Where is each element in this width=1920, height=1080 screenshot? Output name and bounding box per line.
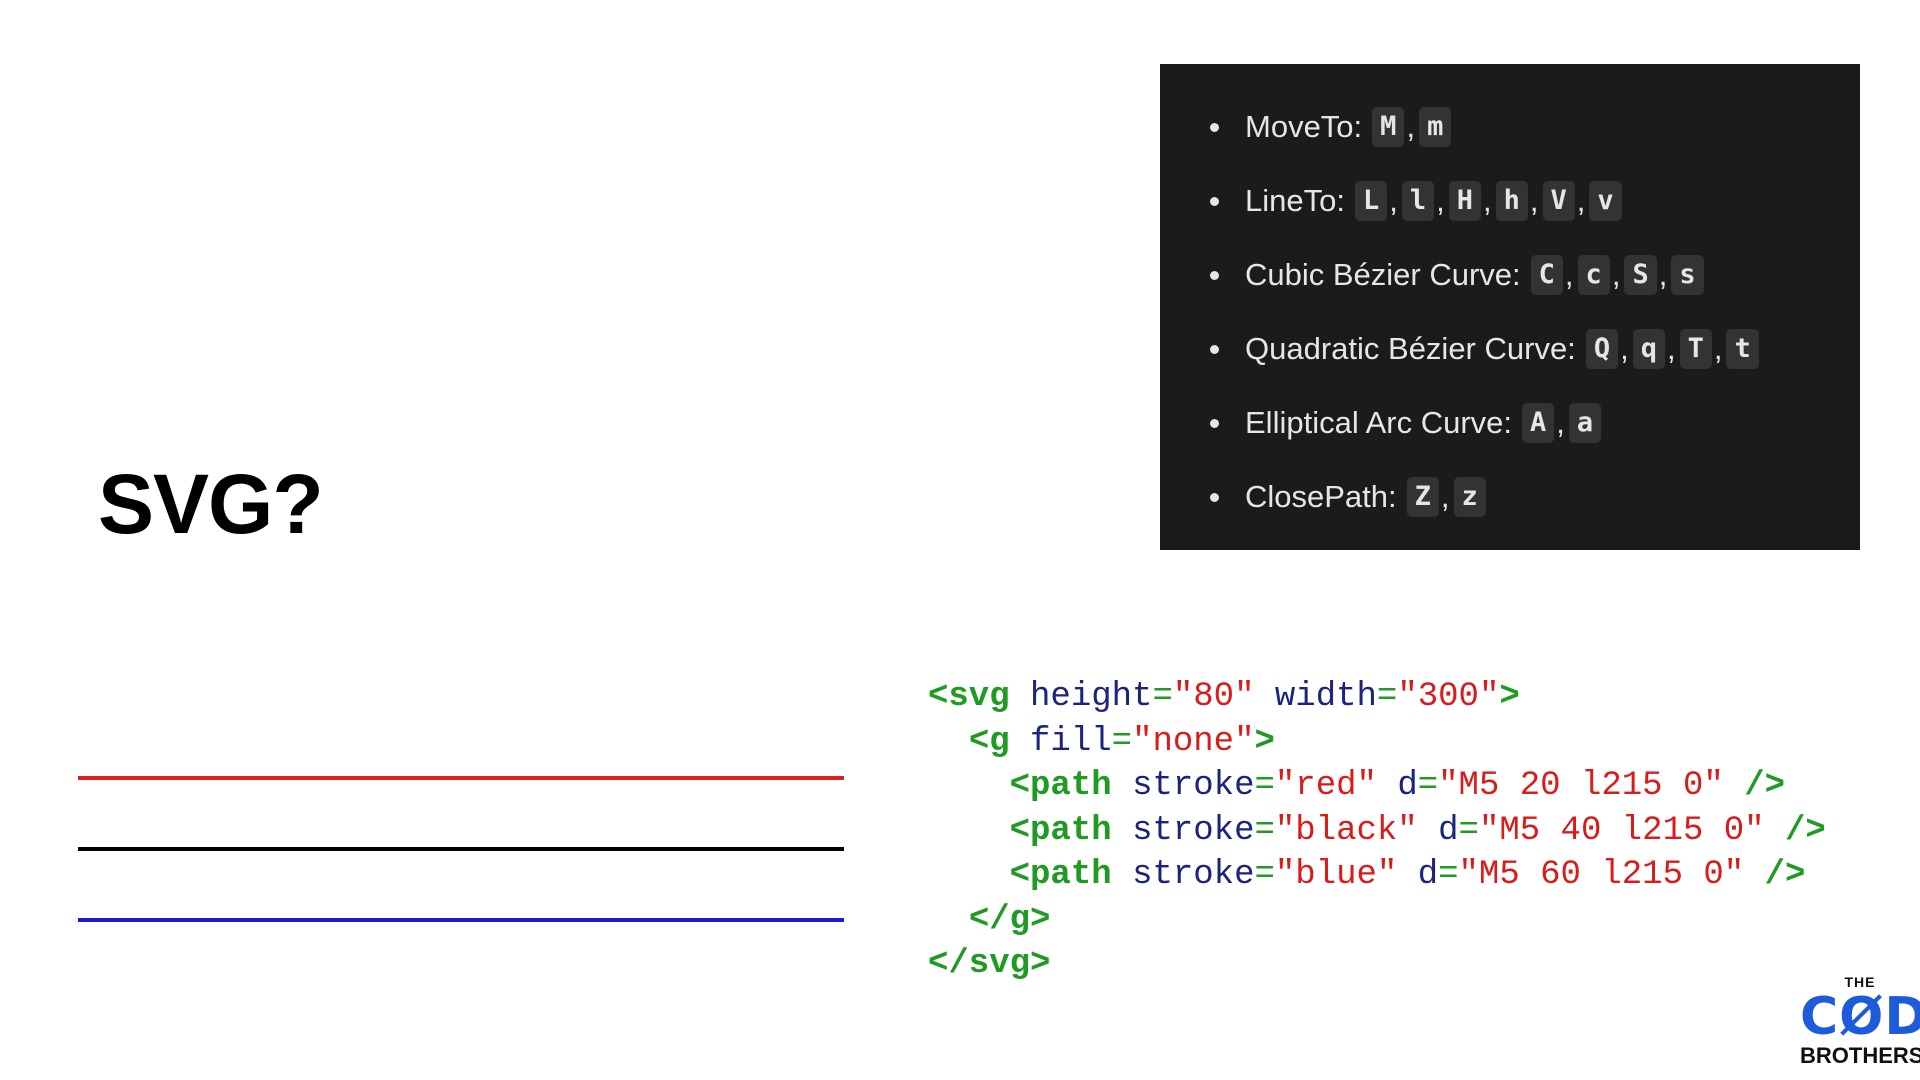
command-code: a xyxy=(1568,403,1602,443)
code-token: "black" xyxy=(1274,811,1418,850)
command-label: MoveTo: xyxy=(1245,109,1363,144)
logo-the: THE xyxy=(1844,974,1876,990)
logo-code: CØDE xyxy=(1800,987,1920,1047)
command-code: A xyxy=(1522,403,1555,443)
code-token: <g xyxy=(968,722,1010,761)
command-item: Quadratic Bézier Curve:Q,q,T,t xyxy=(1210,312,1860,386)
command-label: LineTo: xyxy=(1245,183,1345,218)
command-label: Cubic Bézier Curve: xyxy=(1245,257,1521,292)
code-token: stroke xyxy=(1132,856,1255,894)
code-token: stroke xyxy=(1132,811,1255,850)
code-token: /> xyxy=(1764,856,1806,894)
command-code: S xyxy=(1624,255,1657,295)
code-token: "80" xyxy=(1172,678,1255,716)
code-token: stroke xyxy=(1132,767,1255,805)
command-code: T xyxy=(1679,329,1712,369)
command-code: H xyxy=(1448,181,1482,221)
code-token: <svg xyxy=(928,678,1010,716)
code-line-7: </svg> xyxy=(928,945,1050,983)
code-token: "red" xyxy=(1274,767,1377,805)
bullet-icon xyxy=(1210,419,1219,428)
bullet-icon xyxy=(1210,271,1219,280)
command-code: M xyxy=(1372,107,1405,147)
command-code: q xyxy=(1632,329,1665,369)
command-code: z xyxy=(1453,477,1486,517)
code-token: fill xyxy=(1030,722,1112,761)
slide-title: SVG? xyxy=(98,457,324,551)
command-label: Quadratic Bézier Curve: xyxy=(1245,331,1576,366)
bullet-icon xyxy=(1210,493,1219,502)
code-token: height xyxy=(1030,678,1153,716)
code-token: "M5 20 l215 0" xyxy=(1438,767,1724,805)
code-line-1: <svg height="80" width="300"> xyxy=(928,678,1520,716)
code-token: > xyxy=(1499,678,1520,716)
logo-brothers: BROTHERS xyxy=(1800,1043,1920,1068)
command-code: v xyxy=(1589,181,1622,221)
command-label: ClosePath: xyxy=(1245,479,1397,514)
code-line-2: <g fill="none"> xyxy=(968,722,1275,761)
code-line-3: <path stroke="red" d="M5 20 l215 0" /> xyxy=(1009,767,1786,805)
command-label: Elliptical Arc Curve: xyxy=(1245,405,1513,440)
code-token: </g> xyxy=(968,900,1051,939)
bullet-icon xyxy=(1210,197,1219,206)
code-token: /> xyxy=(1785,811,1826,850)
command-item: Elliptical Arc Curve:A,a xyxy=(1210,386,1860,460)
demo-lines xyxy=(78,776,844,922)
bullet-icon xyxy=(1210,345,1219,354)
command-code: h xyxy=(1495,181,1528,221)
command-code: C xyxy=(1530,255,1563,295)
command-code: m xyxy=(1419,107,1452,147)
code-brothers-logo: THE CØDE BROTHERS xyxy=(1800,975,1920,1067)
command-item: ClosePath:Z,z xyxy=(1210,460,1860,534)
command-code: V xyxy=(1542,181,1575,221)
code-token: "M5 60 l215 0" xyxy=(1458,856,1745,894)
code-token: > xyxy=(1254,722,1275,761)
code-token: <path xyxy=(1009,856,1112,894)
command-code: c xyxy=(1577,255,1610,295)
command-item: MoveTo:M,m xyxy=(1210,90,1860,164)
svg-code-sample: <svg height="80" width="300"> <g fill="n… xyxy=(928,675,1826,987)
code-token: <path xyxy=(1009,811,1112,850)
code-token: "none" xyxy=(1132,722,1255,761)
code-token: width xyxy=(1274,678,1377,716)
command-code: Z xyxy=(1406,477,1439,517)
bullet-icon xyxy=(1210,123,1219,132)
command-code: L xyxy=(1354,181,1388,221)
command-code: Q xyxy=(1585,329,1619,369)
command-item: LineTo:L,l,H,h,V,v xyxy=(1210,164,1860,238)
code-token: </svg> xyxy=(928,945,1051,983)
code-token: d xyxy=(1438,811,1459,850)
command-code: s xyxy=(1671,255,1704,295)
code-token: d xyxy=(1397,767,1418,805)
code-token: "M5 40 l215 0" xyxy=(1478,811,1765,850)
command-item: Cubic Bézier Curve:C,c,S,s xyxy=(1210,238,1860,312)
command-code: t xyxy=(1726,329,1759,369)
code-token: "300" xyxy=(1397,678,1500,716)
code-token: "blue" xyxy=(1274,856,1398,894)
code-token: <path xyxy=(1009,767,1112,805)
code-token: d xyxy=(1417,856,1439,894)
code-token: /> xyxy=(1744,767,1786,805)
code-line-5: <path stroke="blue" d="M5 60 l215 0" /> xyxy=(1009,856,1806,894)
command-code: l xyxy=(1401,181,1435,221)
code-line-4: <path stroke="black" d="M5 40 l215 0" /> xyxy=(1009,811,1826,850)
code-line-6: </g> xyxy=(928,900,1051,939)
